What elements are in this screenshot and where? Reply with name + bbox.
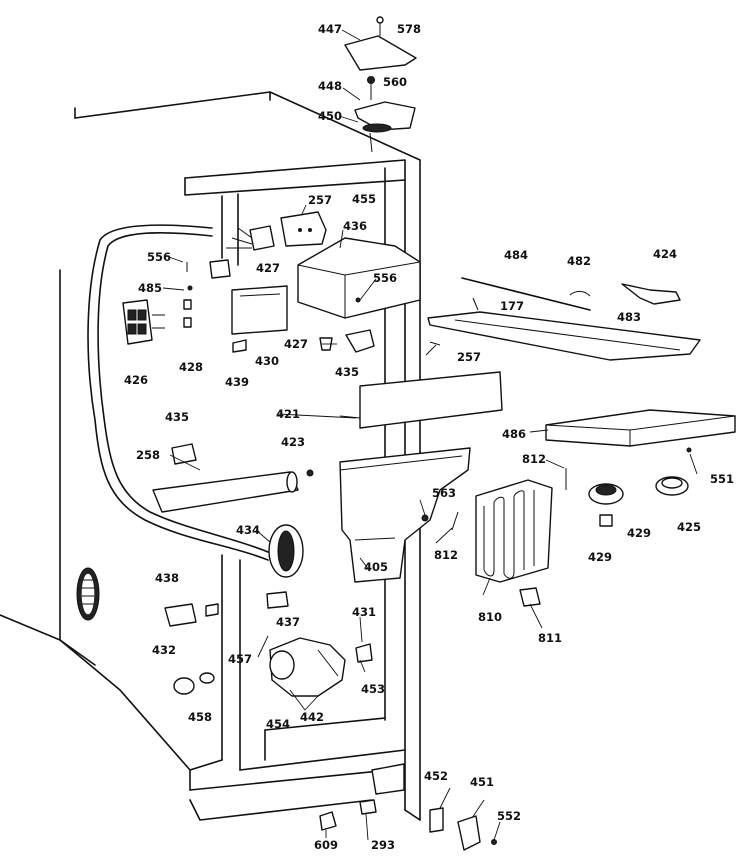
housing-486 <box>545 409 736 453</box>
callout-434: 434 <box>236 523 260 537</box>
callout-427-top: 427 <box>256 261 280 275</box>
plug-427 <box>209 225 275 279</box>
callout-811: 811 <box>538 631 562 645</box>
callout-556-right: 556 <box>373 271 397 285</box>
left-components <box>164 591 289 695</box>
evaporator-cover-405 <box>339 447 471 583</box>
bottom-hardware <box>319 763 497 851</box>
callout-442: 442 <box>300 710 324 724</box>
duct-258 <box>152 469 314 513</box>
callout-425: 425 <box>677 520 701 534</box>
callout-423: 423 <box>281 435 305 449</box>
callout-431: 431 <box>352 605 376 619</box>
callout-257-right: 257 <box>457 350 481 364</box>
damper-assembly <box>427 277 701 361</box>
callout-451: 451 <box>470 775 494 789</box>
callout-455: 455 <box>352 192 376 206</box>
callout-486: 486 <box>502 427 526 441</box>
callout-485: 485 <box>138 281 162 295</box>
relay-and-cover <box>280 211 421 319</box>
callout-436: 436 <box>343 219 367 233</box>
callout-484: 484 <box>504 248 528 262</box>
callout-556-left: 556 <box>147 250 171 264</box>
callout-428: 428 <box>179 360 203 374</box>
callout-435-left: 435 <box>165 410 189 424</box>
bracket-430 <box>231 285 288 353</box>
callout-452: 452 <box>424 769 448 783</box>
channel-421 <box>339 371 503 429</box>
callout-405: 405 <box>364 560 388 574</box>
callout-450: 450 <box>318 109 342 123</box>
callout-457: 457 <box>228 652 252 666</box>
callout-458: 458 <box>188 710 212 724</box>
callout-labels: 447 578 448 560 450 455 257 436 556 556 … <box>124 22 734 852</box>
wire-harness <box>87 224 269 561</box>
leader-lines <box>162 29 698 841</box>
callout-483: 483 <box>617 310 641 324</box>
callout-810: 810 <box>478 610 502 624</box>
callout-812-left: 812 <box>434 548 458 562</box>
callout-551: 551 <box>710 472 734 486</box>
callout-435-mid: 435 <box>335 365 359 379</box>
callout-438: 438 <box>155 571 179 585</box>
clip-435 <box>171 329 375 465</box>
callout-437: 437 <box>276 615 300 629</box>
callout-453: 453 <box>361 682 385 696</box>
callout-421: 421 <box>276 407 300 421</box>
heater-810 <box>451 468 567 607</box>
callout-426: 426 <box>124 373 148 387</box>
callout-429-small: 429 <box>588 550 612 564</box>
callout-552: 552 <box>497 809 521 823</box>
callout-482: 482 <box>567 254 591 268</box>
fan-parts <box>421 476 689 527</box>
callout-560: 560 <box>383 75 407 89</box>
callout-439: 439 <box>225 375 249 389</box>
cabinet-body <box>0 91 421 821</box>
callout-563: 563 <box>432 486 456 500</box>
callout-812-top: 812 <box>522 452 546 466</box>
callout-177: 177 <box>500 299 524 313</box>
grille-434 <box>268 524 304 578</box>
timer-442 <box>269 637 373 697</box>
callout-432: 432 <box>152 643 176 657</box>
callout-429-wheel: 429 <box>627 526 651 540</box>
switch-426 <box>122 262 193 345</box>
callout-427-mid: 427 <box>284 337 308 351</box>
callout-293: 293 <box>371 838 395 852</box>
callout-430: 430 <box>255 354 279 368</box>
callout-454: 454 <box>266 717 290 731</box>
callout-578: 578 <box>397 22 421 36</box>
callout-609: 609 <box>314 838 338 852</box>
callout-257-top: 257 <box>308 193 332 207</box>
callout-258: 258 <box>136 448 160 462</box>
callout-424: 424 <box>653 247 677 261</box>
callout-447: 447 <box>318 22 342 36</box>
callout-448: 448 <box>318 79 342 93</box>
top-assembly <box>344 16 417 153</box>
